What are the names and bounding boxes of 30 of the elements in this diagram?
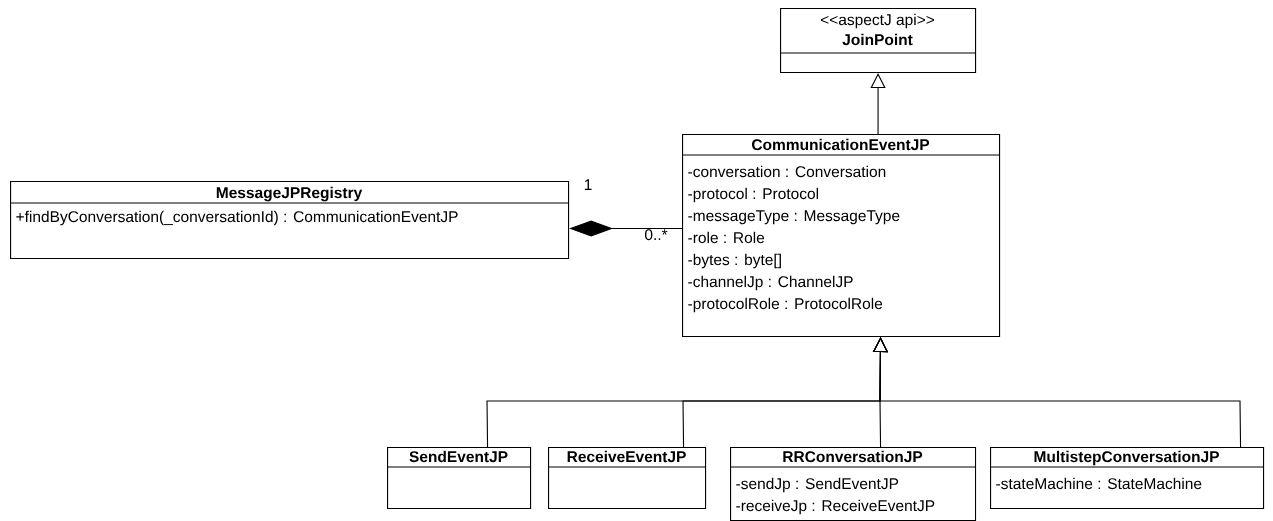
attribute-text: -conversation : Conversation bbox=[688, 165, 886, 178]
class-box bbox=[779, 8, 977, 74]
class-box bbox=[547, 447, 707, 510]
attribute-text: -protocol : Protocol bbox=[688, 187, 818, 203]
attribute-text: -role : Role bbox=[688, 231, 765, 244]
attribute-text: -messageType : MessageType bbox=[688, 210, 900, 225]
class-box bbox=[989, 447, 1265, 510]
class-name: ReceiveEventJP bbox=[567, 450, 686, 463]
attribute-text: -channelJp : ChannelJP bbox=[688, 275, 853, 291]
class-name: RRConversationJP bbox=[783, 450, 923, 463]
class-box bbox=[729, 447, 977, 521]
attribute-text: -receiveJp : ReceiveEventJP bbox=[736, 499, 935, 515]
class-name: JoinPoint bbox=[842, 33, 913, 46]
attribute-text: -stateMachine : StateMachine bbox=[996, 477, 1202, 490]
attribute-text: +findByConversation(_conversationId) : CommunicationEventJP bbox=[16, 210, 458, 226]
class-name: CommunicationEventJP bbox=[752, 138, 930, 151]
class-name: SendEventJP bbox=[409, 450, 508, 463]
class-box bbox=[386, 447, 532, 510]
inheritance-arrow bbox=[872, 337, 1242, 448]
attribute-text: -bytes : byte[] bbox=[688, 253, 781, 269]
class-box bbox=[9, 181, 570, 260]
inheritance-arrow bbox=[870, 73, 886, 135]
class-name: MultistepConversationJP bbox=[1034, 450, 1219, 466]
attribute-text: -protocolRole : ProtocolRole bbox=[688, 297, 883, 313]
stereotype-text: <<aspectJ api>> bbox=[820, 13, 935, 29]
multiplicity-label: 0..* bbox=[645, 229, 668, 241]
class-name: MessageJPRegistry bbox=[216, 186, 363, 202]
multiplicity-label: 1 bbox=[584, 179, 592, 190]
class-box bbox=[681, 134, 1001, 338]
attribute-text: -sendJp : SendEventJP bbox=[736, 477, 899, 493]
